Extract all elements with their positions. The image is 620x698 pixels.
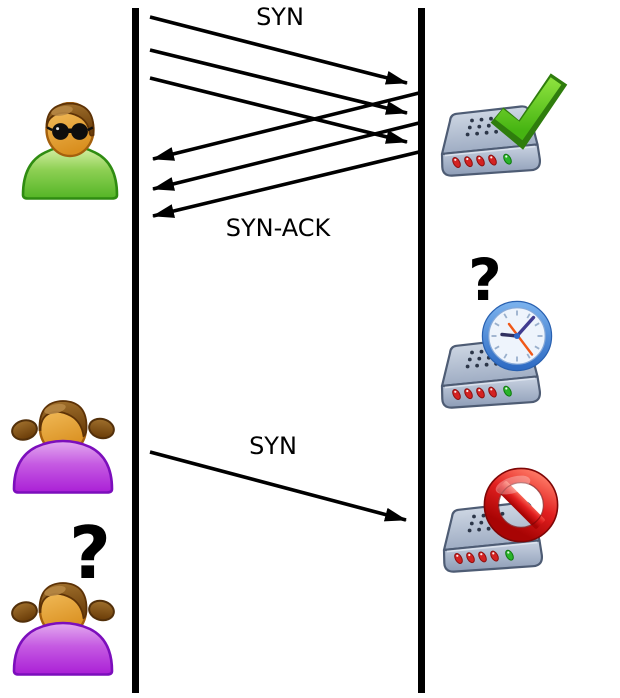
- pigtail-left: [11, 419, 38, 441]
- clock-icon: [481, 300, 553, 372]
- server-refusing-icon: [442, 467, 559, 573]
- server-accepting-icon: [440, 73, 568, 177]
- user-confused-icon: [11, 582, 115, 676]
- server-waiting-icon: [440, 300, 553, 409]
- user-icon: [11, 400, 115, 494]
- user-syn-arrow: [149, 450, 407, 522]
- syn-ack-arrow-2: [152, 121, 420, 191]
- pigtail-left: [11, 601, 38, 623]
- pigtail-right: [88, 417, 115, 440]
- attacker-icon: [21, 102, 119, 200]
- syn-arrow-1: [149, 15, 408, 85]
- syn-label-top: SYN: [256, 3, 304, 31]
- syn-ack-label: SYN-ACK: [225, 214, 331, 242]
- second-hand: [507, 322, 534, 356]
- minute-hand: [515, 315, 536, 338]
- syn-ack-arrow-1: [152, 91, 420, 161]
- syn-label-bottom: SYN: [249, 432, 297, 460]
- pigtail-right: [88, 599, 115, 622]
- server-question-mark: ?: [468, 246, 502, 314]
- sunglasses-icon: [46, 123, 94, 140]
- syn-ack-arrow-3: [152, 150, 420, 218]
- syn-arrow-2: [149, 48, 408, 115]
- blocked-icon: [483, 467, 559, 543]
- syn-arrow-3: [149, 76, 408, 144]
- user-question-mark: ?: [69, 511, 111, 595]
- checkmark-icon: [490, 73, 568, 150]
